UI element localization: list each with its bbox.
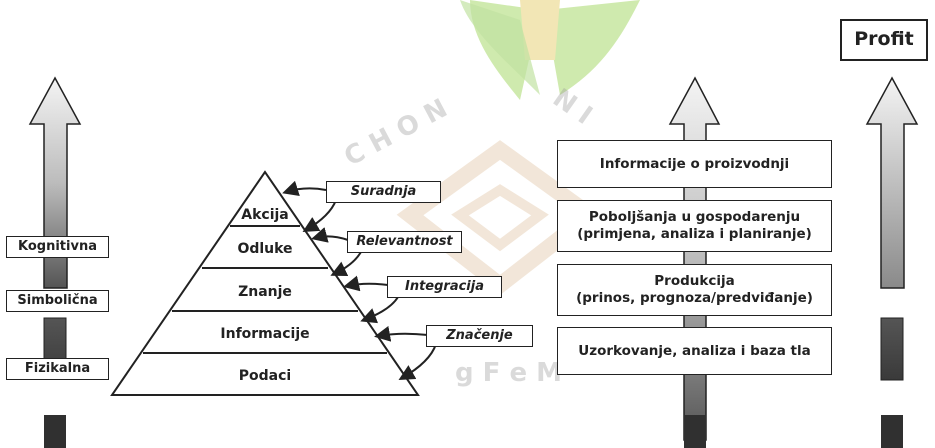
tier-decisions: Odluke — [237, 241, 293, 257]
transition-relevance: Relevantnost — [347, 231, 462, 253]
tier-action: Akcija — [241, 207, 289, 223]
stage-production-info-line1: Informacije o proizvodnji — [599, 155, 790, 172]
tier-information: Informacije — [220, 326, 310, 342]
stage-production: Produkcija (prinos, prognoza/predviđanje… — [557, 264, 832, 316]
stage-production-line1: Produkcija — [654, 273, 735, 290]
tier-knowledge: Znanje — [238, 284, 292, 300]
transition-collaboration: Suradnja — [326, 181, 441, 203]
stage-sampling: Uzorkovanje, analiza i baza tla — [557, 327, 832, 375]
stage-production-info: Informacije o proizvodnji — [557, 140, 832, 188]
profit-label: Profit — [840, 19, 928, 61]
stage-management: Poboljšanja u gospodarenju (primjena, an… — [557, 200, 832, 252]
watermark-text-bottom: g F e M — [455, 358, 563, 388]
middle-up-arrow — [668, 76, 721, 448]
knowledge-pyramid — [110, 170, 420, 396]
transition-meaning: Značenje — [426, 325, 533, 347]
profit-up-arrow — [865, 76, 919, 448]
stage-sampling-line1: Uzorkovanje, analiza i baza tla — [578, 342, 811, 359]
stage-management-line1: Poboljšanja u gospodarenju — [588, 209, 801, 226]
level-symbolic: Simbolična — [6, 290, 109, 312]
tier-data: Podaci — [238, 368, 292, 384]
transition-integration: Integracija — [387, 276, 502, 298]
stage-management-line2: (primjena, analiza i planiranje) — [577, 226, 812, 242]
level-physical: Fizikalna — [6, 358, 109, 380]
level-cognitive: Kognitivna — [6, 236, 109, 258]
left-up-arrow — [28, 76, 82, 448]
stage-production-line2: (prinos, prognoza/predviđanje) — [576, 290, 813, 306]
